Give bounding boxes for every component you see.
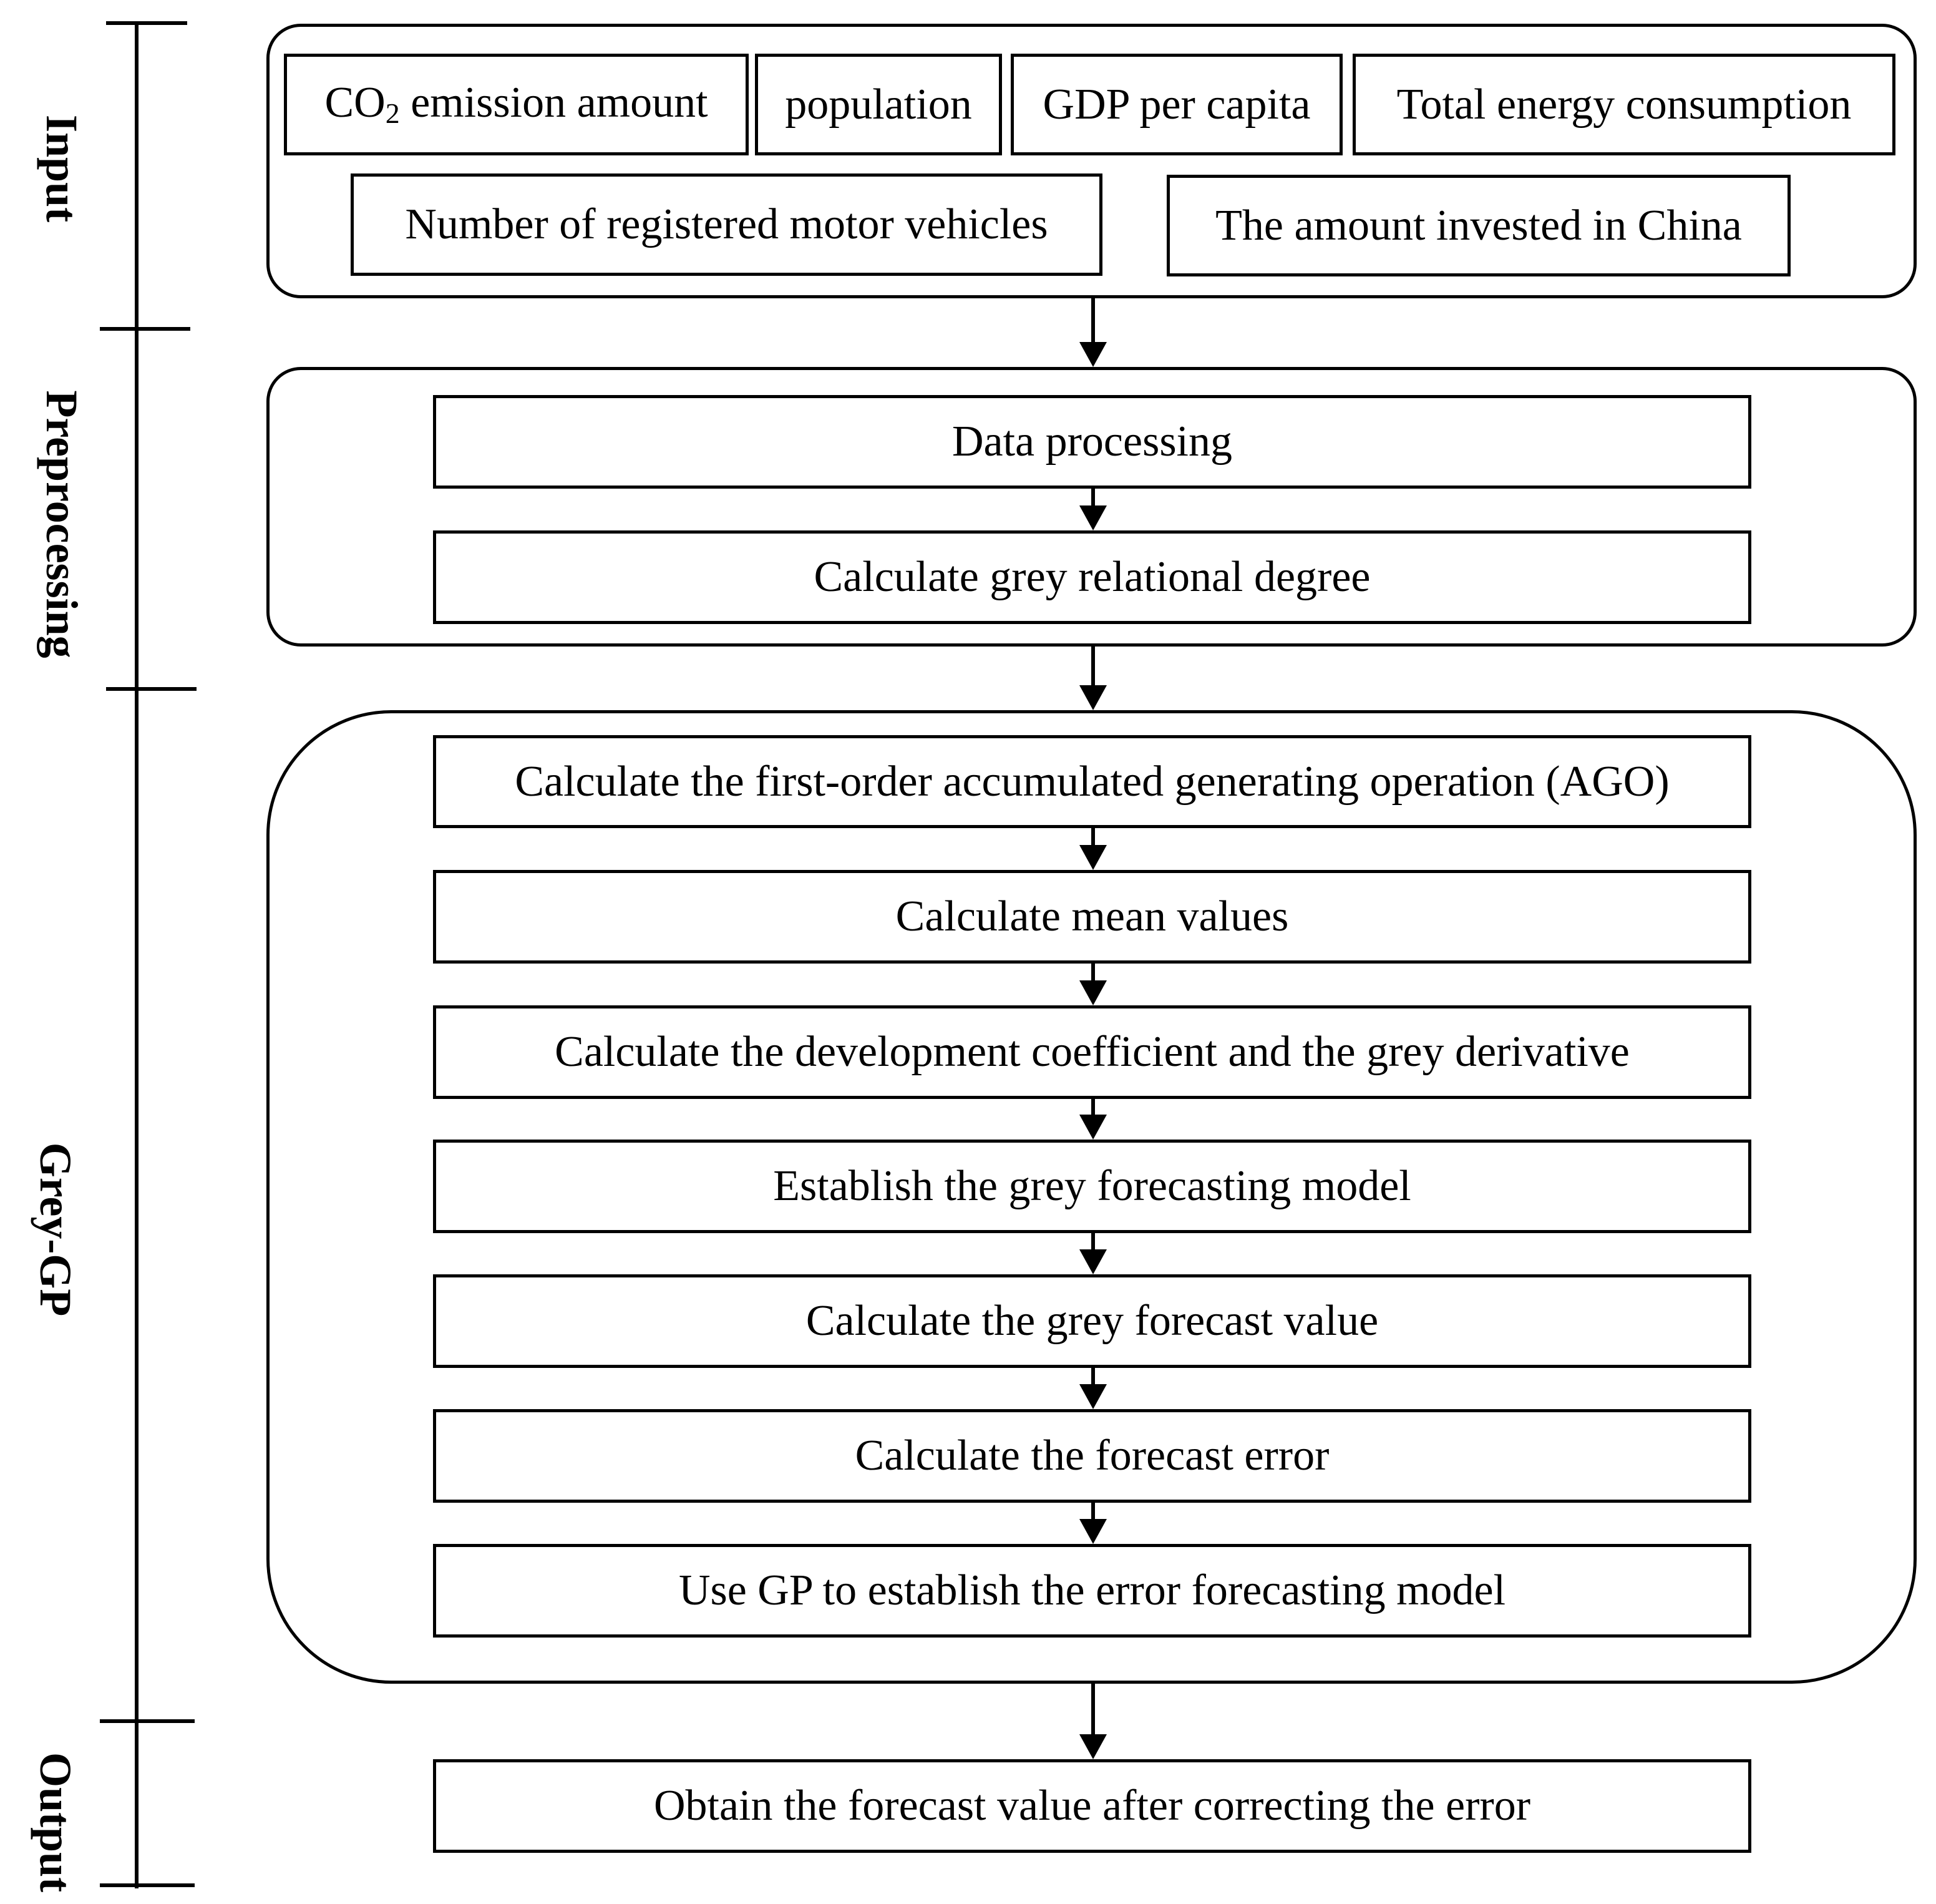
input-investment-box: The amount invested in China — [1167, 175, 1791, 276]
co2-label: CO2 emission amount — [324, 79, 708, 129]
input-co2-emission-box: CO2 emission amount — [284, 54, 749, 155]
step-output-forecast: Obtain the forecast value after correcti… — [433, 1759, 1751, 1853]
timeline-tick-greygp-output — [100, 1719, 195, 1723]
flow-arrow — [1079, 1099, 1107, 1140]
flow-arrow — [1079, 1503, 1107, 1544]
timeline-tick-top — [106, 21, 187, 25]
step-grey-forecasting-model: Establish the grey forecasting model — [433, 1140, 1751, 1233]
timeline-axis — [135, 22, 139, 1888]
flow-arrow — [1079, 1684, 1107, 1759]
flow-arrow — [1079, 647, 1107, 710]
input-vehicles-box: Number of registered motor vehicles — [351, 173, 1102, 276]
timeline-tick-bottom — [100, 1883, 195, 1887]
step-mean-values: Calculate mean values — [433, 870, 1751, 964]
input-gdp-box: GDP per capita — [1011, 54, 1343, 155]
input-population-box: population — [755, 54, 1002, 155]
step-forecast-error: Calculate the forecast error — [433, 1409, 1751, 1503]
input-energy-box: Total energy consumption — [1353, 54, 1895, 155]
flow-arrow — [1079, 1233, 1107, 1274]
flow-arrow — [1079, 828, 1107, 870]
timeline-tick-input-preprocessing — [100, 327, 190, 331]
flow-arrow — [1079, 298, 1107, 367]
flow-arrow — [1079, 1368, 1107, 1409]
flow-arrow — [1079, 489, 1107, 530]
step-grey-forecast-value: Calculate the grey forecast value — [433, 1274, 1751, 1368]
step-gp-error-model: Use GP to establish the error forecastin… — [433, 1544, 1751, 1638]
step-data-processing: Data processing — [433, 395, 1751, 489]
step-grey-relational-degree: Calculate grey relational degree — [433, 530, 1751, 624]
flow-arrow — [1079, 964, 1107, 1005]
step-development-coefficient: Calculate the development coefficient an… — [433, 1005, 1751, 1099]
timeline-tick-preprocessing-greygp — [106, 687, 197, 691]
step-ago: Calculate the first-order accumulated ge… — [433, 735, 1751, 828]
